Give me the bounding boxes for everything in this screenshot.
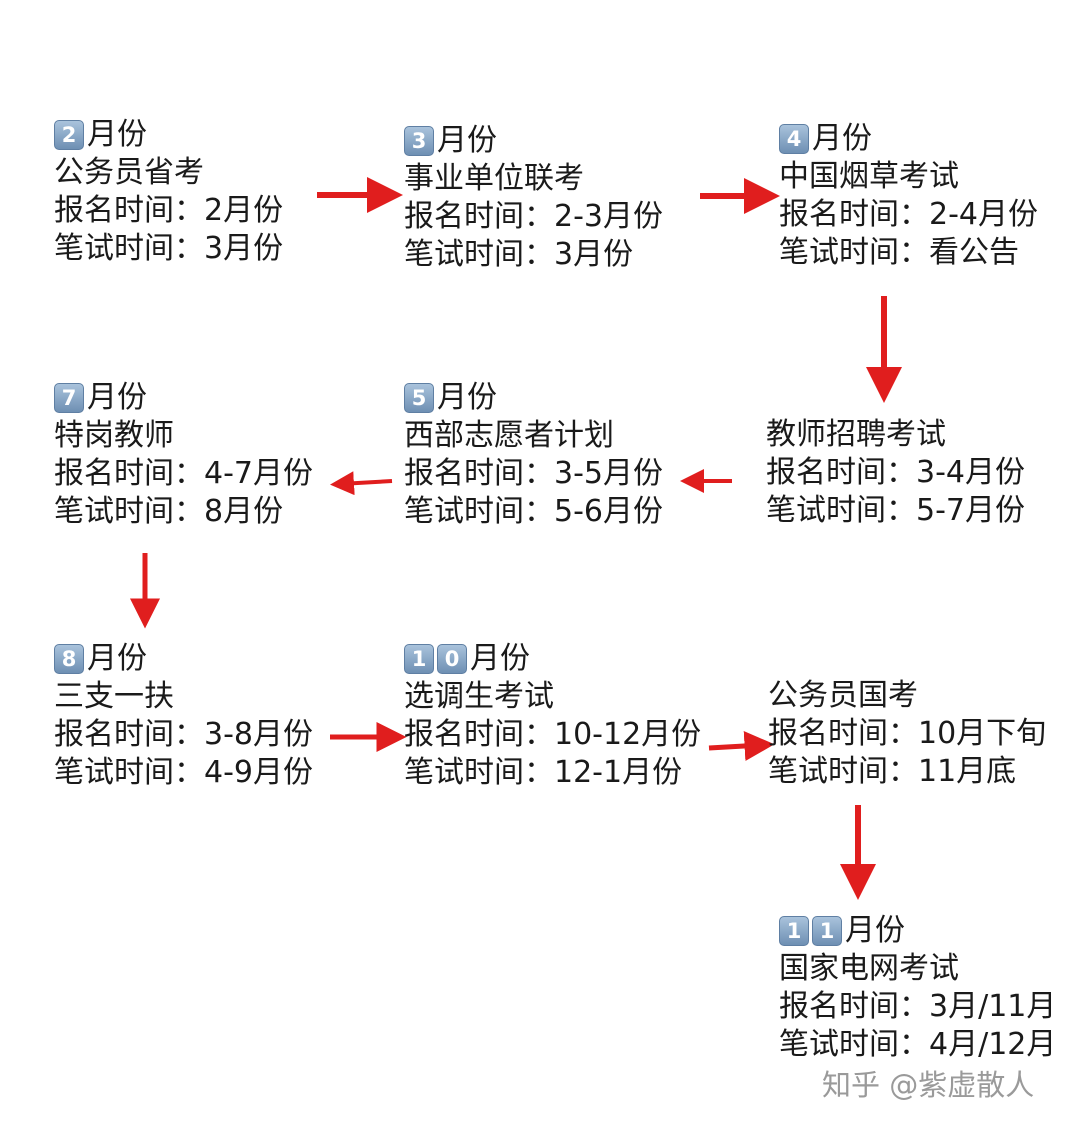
node-jul: 7 月份 特岗教师 报名时间：4-7月份 笔试时间：8月份 [54,379,313,531]
exam-title: 公务员省考 [54,155,204,190]
keycap-digit-icon: 5 [404,383,434,413]
month-label: 1 0 月份 [404,640,701,678]
exam-title: 教师招聘考试 [766,417,946,452]
exam-title: 选调生考试 [404,679,554,714]
node-national: 公务员国考 报名时间：10月下旬 笔试时间：11月底 [768,677,1046,791]
signup-time: 报名时间：2-3月份 [404,199,663,234]
exam-time: 笔试时间：3月份 [54,231,284,266]
keycap-digit-icon: 1 [779,916,809,946]
node-apr: 4 月份 中国烟草考试 报名时间：2-4月份 笔试时间：看公告 [779,120,1038,272]
signup-time: 报名时间：10月下旬 [768,716,1047,751]
signup-time: 报名时间：3-8月份 [54,717,313,752]
signup-time: 报名时间：10-12月份 [404,717,702,752]
exam-time: 笔试时间：5-7月份 [766,493,1025,528]
signup-time: 报名时间：2-4月份 [779,197,1038,232]
node-nov: 1 1 月份 国家电网考试 报名时间：3月/11月 笔试时间：4月/12月 [779,912,1056,1064]
node-mar: 3 月份 事业单位联考 报名时间：2-3月份 笔试时间：3月份 [404,122,663,274]
exam-title: 国家电网考试 [779,951,959,986]
exam-time: 笔试时间：8月份 [54,494,284,529]
node-teacher: 教师招聘考试 报名时间：3-4月份 笔试时间：5-7月份 [766,416,1025,530]
month-label: 7 月份 [54,379,313,417]
keycap-digit-icon: 2 [54,120,84,150]
signup-time: 报名时间：4-7月份 [54,456,313,491]
keycap-digit-icon: 1 [404,644,434,674]
watermark: 知乎 @紫虚散人 [822,1068,1035,1102]
month-label: 3 月份 [404,122,663,160]
keycap-digit-icon: 1 [812,916,842,946]
keycap-digit-icon: 3 [404,126,434,156]
node-feb: 2 月份 公务员省考 报名时间：2月份 笔试时间：3月份 [54,116,283,268]
month-label: 1 1 月份 [779,912,1056,950]
exam-time: 笔试时间：看公告 [779,235,1019,270]
arrow-may-to-jul [330,471,393,496]
node-aug: 8 月份 三支一扶 报名时间：3-8月份 笔试时间：4-9月份 [54,640,313,792]
exam-time: 笔试时间：5-6月份 [404,494,663,529]
signup-time: 报名时间：3月/11月 [779,989,1057,1024]
month-label: 8 月份 [54,640,313,678]
exam-title: 特岗教师 [54,418,174,453]
node-may: 5 月份 西部志愿者计划 报名时间：3-5月份 笔试时间：5-6月份 [404,379,663,531]
month-label: 4 月份 [779,120,1038,158]
arrow-oct-to-national [708,731,775,761]
month-label: 2 月份 [54,116,283,154]
keycap-digit-icon: 7 [54,383,84,413]
month-label: 5 月份 [404,379,663,417]
exam-title: 事业单位联考 [404,161,584,196]
signup-time: 报名时间：3-5月份 [404,456,663,491]
keycap-digit-icon: 0 [437,644,467,674]
signup-time: 报名时间：3-4月份 [766,455,1025,490]
exam-time: 笔试时间：11月底 [768,754,1017,789]
node-oct: 1 0 月份 选调生考试 报名时间：10-12月份 笔试时间：12-1月份 [404,640,701,792]
exam-time: 笔试时间：3月份 [404,237,634,272]
exam-title: 公务员国考 [768,678,918,713]
keycap-digit-icon: 4 [779,124,809,154]
exam-time: 笔试时间：4-9月份 [54,755,313,790]
exam-title: 三支一扶 [54,679,174,714]
exam-title: 中国烟草考试 [779,159,959,194]
exam-title: 西部志愿者计划 [404,418,614,453]
exam-time: 笔试时间：4月/12月 [779,1027,1057,1062]
signup-time: 报名时间：2月份 [54,193,284,228]
exam-time: 笔试时间：12-1月份 [404,755,683,790]
keycap-digit-icon: 8 [54,644,84,674]
